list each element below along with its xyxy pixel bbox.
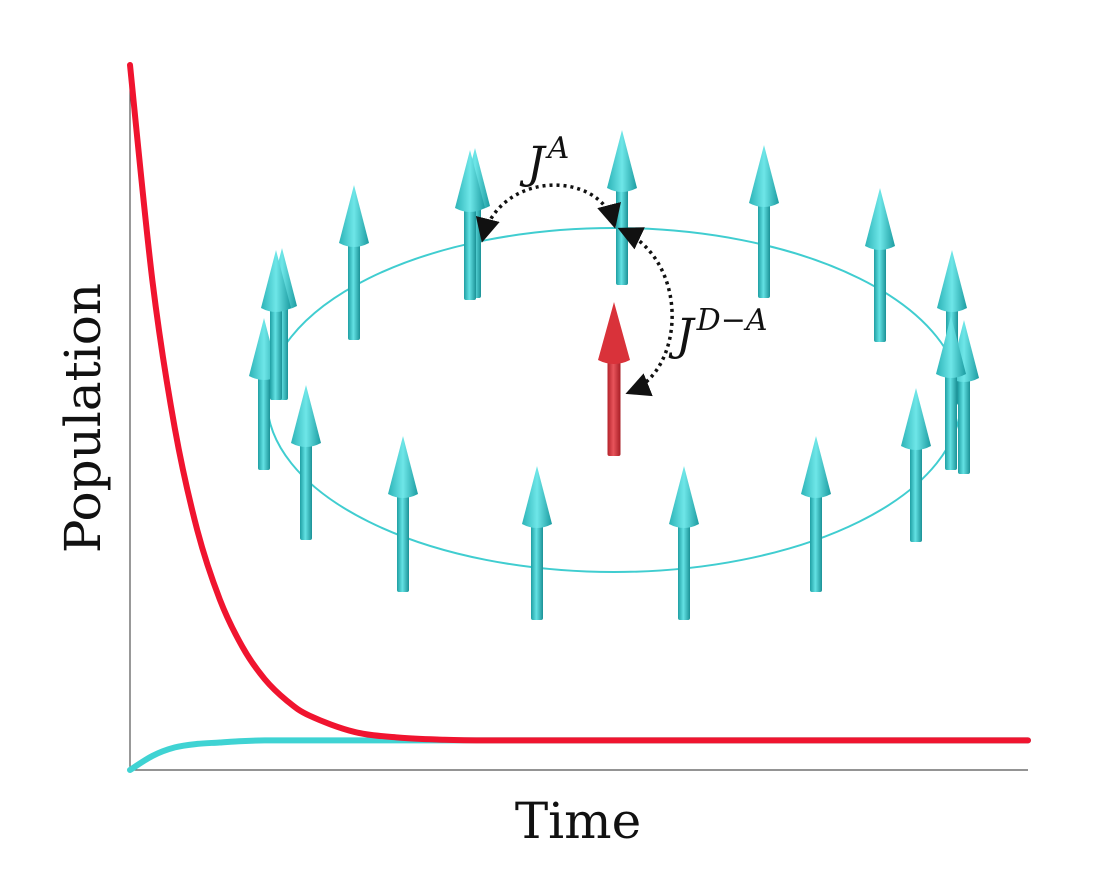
ring-arrow-7-head — [937, 250, 967, 312]
center-donor-arrow-shaft — [607, 356, 621, 456]
coupling-donor-acceptor-sup: D−A — [696, 303, 768, 338]
ring-arrow-2-shaft — [348, 239, 360, 340]
ring-arrow-4-head — [607, 130, 637, 192]
coupling-acceptor-base: J — [519, 138, 547, 189]
ring-arrow-17-shaft — [270, 304, 282, 400]
ring-arrow-14-shaft — [678, 520, 690, 620]
x-axis-label: Time — [515, 792, 641, 850]
ring-arrow-11 — [901, 388, 931, 542]
ring-arrow-10-head — [291, 385, 321, 447]
ring-arrow-16 — [936, 316, 966, 470]
ring-arrow-16-head — [936, 316, 966, 378]
ring-arrow-10 — [291, 385, 321, 540]
ring-arrow-12-head — [388, 436, 418, 498]
ring-arrow-6-shaft — [874, 242, 886, 342]
ring-arrow-6-head — [865, 188, 895, 250]
ring-arrow-15-head — [801, 436, 831, 498]
ring-arrow-13-shaft — [531, 520, 543, 620]
center-donor-arrow-head — [598, 302, 630, 364]
ring-arrow-12 — [388, 436, 418, 592]
ring-arrow-5 — [749, 145, 779, 298]
ring-arrow-2 — [339, 185, 369, 340]
ring-arrow-5-shaft — [758, 199, 770, 298]
ring-arrow-11-head — [901, 388, 931, 450]
ring-arrow-15 — [801, 436, 831, 592]
ring-arrow-17-head — [261, 250, 291, 312]
ring-arrow-18 — [455, 150, 485, 300]
ring-arrow-4 — [607, 130, 637, 285]
ring-arrow-6 — [865, 188, 895, 342]
ring-arrow-4-shaft — [616, 184, 628, 285]
ring-arrow-15-shaft — [810, 490, 822, 592]
ring-arrow-13-head — [522, 466, 552, 528]
ring-arrow-10-shaft — [300, 439, 312, 540]
ring-arrow-11-shaft — [910, 442, 922, 542]
ring-arrow-12-shaft — [397, 490, 409, 592]
center-donor-arrow — [598, 302, 630, 456]
coupling-donor-acceptor-arrow — [617, 227, 674, 397]
ring-arrow-14 — [669, 466, 699, 620]
ring-arrow-2-head — [339, 185, 369, 247]
ring-arrow-18-shaft — [464, 204, 476, 300]
coupling-acceptor-sup: A — [545, 131, 570, 166]
ring-arrow-8-shaft — [258, 372, 270, 470]
coupling-acceptor-arrow — [475, 183, 621, 243]
ring-arrows — [249, 130, 979, 620]
series-layer — [127, 62, 1031, 773]
ring-arrow-16-shaft — [945, 370, 957, 470]
series-line-cyan — [127, 737, 1031, 773]
ring-arrow-18-head — [455, 150, 485, 212]
ring-arrow-9-shaft — [958, 374, 970, 474]
series-line-red — [127, 62, 1031, 744]
ring-arrow-13 — [522, 466, 552, 620]
ring-arrow-14-head — [669, 466, 699, 528]
y-axis-label: Population — [54, 283, 112, 553]
ring-arrow-17 — [261, 250, 291, 400]
ring-arrow-5-head — [749, 145, 779, 207]
